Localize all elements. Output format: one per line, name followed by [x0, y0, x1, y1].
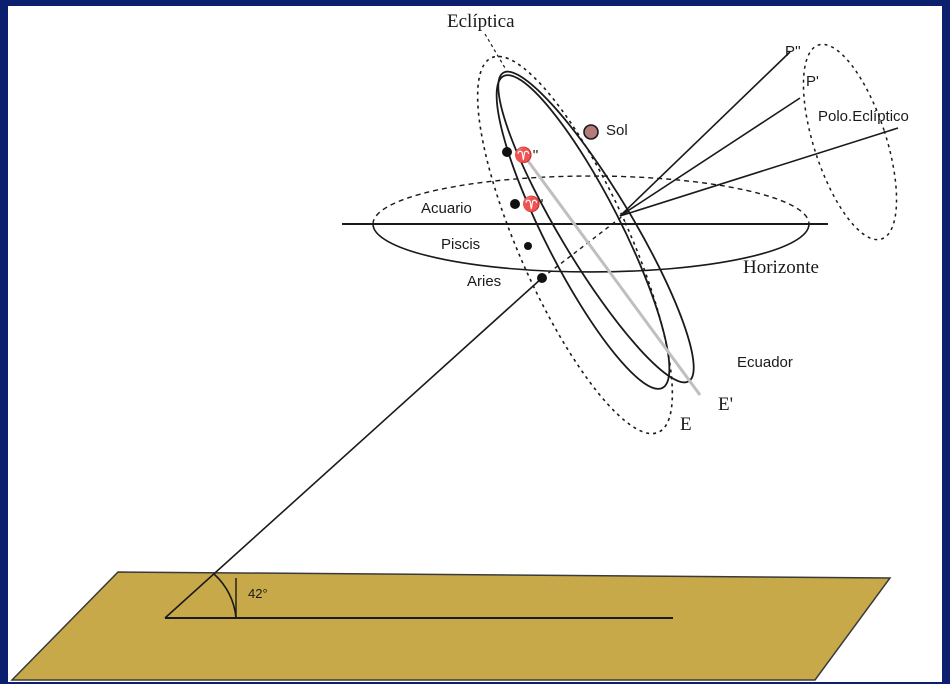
ground-plane [10, 571, 892, 681]
label-polo-ecliptico: Polo.Eclíptico [818, 108, 909, 125]
label-piscis: Piscis [441, 236, 480, 253]
label-p-prime: P' [806, 73, 819, 90]
equator-ellipse [495, 74, 671, 390]
label-sol: Sol [606, 122, 628, 139]
label-e-prime: E' [718, 394, 733, 415]
horizon-back-arc [372, 175, 810, 225]
sun-marker [583, 124, 599, 140]
label-e: E [680, 414, 692, 435]
ray-p-prime [619, 97, 801, 217]
point-aries [537, 273, 547, 283]
label-ecuador: Ecuador [737, 354, 793, 371]
ecliptic-ellipse [476, 55, 674, 435]
ecliptic-pointer [484, 33, 506, 69]
label-aries-double: ♈'' [514, 146, 539, 164]
horizon-front-arc [372, 223, 810, 273]
label-ecliptica: Eclíptica [447, 11, 515, 32]
sight-line [164, 277, 543, 619]
pole-ellipse [802, 43, 898, 241]
label-acuario: Acuario [421, 200, 472, 217]
ray-p-double [619, 51, 791, 217]
inner-guide-line [518, 149, 702, 396]
point-aries-double [502, 147, 512, 157]
point-piscis [524, 242, 532, 250]
label-p-double: P'' [785, 43, 801, 60]
label-aries: Aries [467, 273, 501, 290]
point-aries-prime [510, 199, 520, 209]
ray-polo [619, 127, 899, 217]
diagram-panel [8, 6, 942, 682]
label-angle: 42° [248, 586, 268, 601]
label-aries-prime: ♈' [522, 195, 544, 213]
label-horizonte: Horizonte [743, 257, 819, 278]
